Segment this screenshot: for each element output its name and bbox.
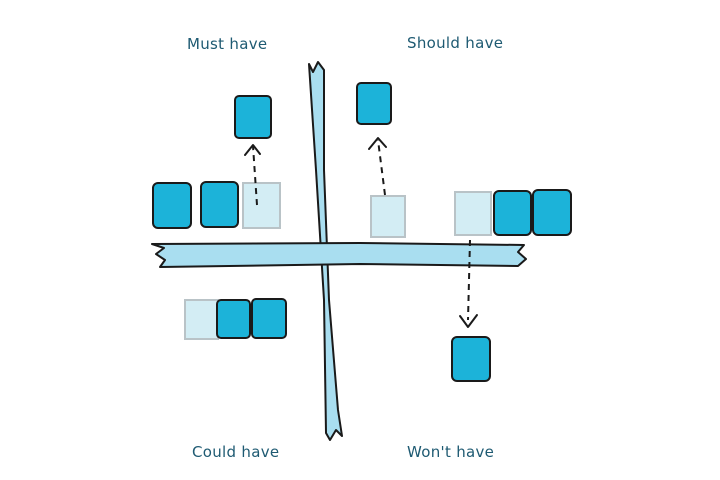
must-arrow-head [244,144,261,156]
must-note-1 [152,182,192,229]
should-note-faded-2 [454,191,492,236]
wont-arrow-head [459,314,478,328]
could-note-1 [216,299,251,339]
should-note-top [356,82,392,125]
should-arrow-shaft [377,139,386,196]
must-note-top [234,95,272,139]
wont-arrow-shaft [467,239,471,321]
must-arrow-shaft [252,145,258,206]
must-note-2 [200,181,239,228]
must-note-faded [242,182,281,229]
should-arrow-head [368,137,387,150]
label-could-have: Could have [192,443,279,461]
could-note-2 [251,298,287,339]
should-note-2 [532,189,572,236]
could-note-faded [184,299,219,340]
should-note-faded [370,195,406,238]
should-note-1 [493,190,532,236]
label-should-have: Should have [407,34,503,52]
wont-note [451,336,491,382]
label-wont-have: Won't have [407,443,494,461]
horizontal-tape [151,242,527,268]
label-must-have: Must have [187,35,267,53]
